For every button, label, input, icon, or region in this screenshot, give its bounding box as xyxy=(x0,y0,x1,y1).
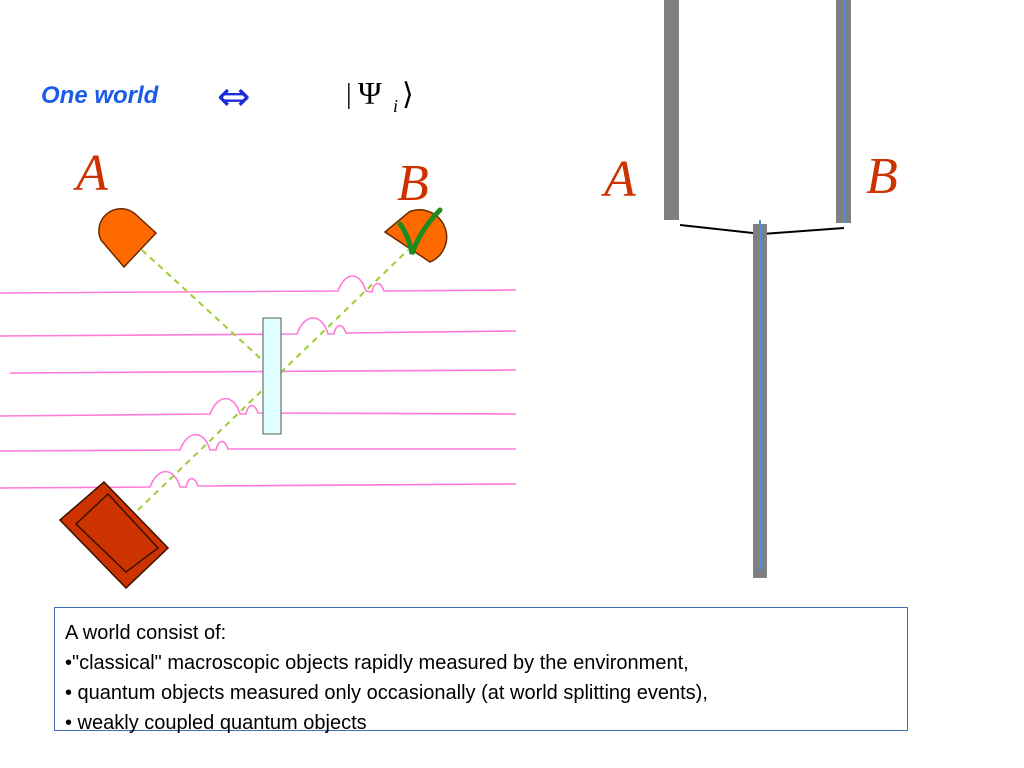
caption-box: A world consist of: •"classical" macrosc… xyxy=(54,607,908,734)
state-vector: | Ψ i ⟩ xyxy=(346,75,414,116)
tree-branch-a-label: A xyxy=(601,151,636,208)
source-front xyxy=(74,492,160,573)
environment-waves xyxy=(0,275,517,489)
wave-line xyxy=(0,275,517,294)
wave-line xyxy=(0,470,517,489)
worldline-branch-a xyxy=(664,0,679,220)
source-body xyxy=(58,480,170,590)
psi-subscript: i xyxy=(393,96,398,116)
photon-source xyxy=(58,480,170,590)
detector-a xyxy=(98,208,158,269)
slide-title: One world xyxy=(41,82,159,109)
tree-branch-b-label: B xyxy=(866,148,898,205)
wave-line xyxy=(0,397,517,417)
caption-line: A world consist of: xyxy=(65,622,227,644)
world-tree: A B xyxy=(601,0,898,578)
beam-to-detector-a xyxy=(141,249,274,371)
psi-symbol: Ψ xyxy=(358,75,382,111)
worldline-branch-b xyxy=(836,0,851,223)
equivalence-icon: ⇔ xyxy=(217,74,251,120)
caption-line: • quantum objects measured only occasion… xyxy=(65,682,708,704)
detector-b-label: B xyxy=(397,155,429,212)
caption-line: •"classical" macroscopic objects rapidly… xyxy=(65,652,689,674)
wave-line xyxy=(0,433,516,452)
check-icon xyxy=(397,207,443,255)
ket-bar: | xyxy=(346,79,352,110)
caption-line: • weakly coupled quantum objects xyxy=(65,712,367,734)
diagram-canvas: ⇔ | Ψ i ⟩ A B A xyxy=(0,0,898,590)
detector-b xyxy=(383,209,448,263)
ket-bracket: ⟩ xyxy=(402,78,414,111)
detector-a-label: A xyxy=(73,145,108,202)
wave-line xyxy=(0,317,517,337)
beam-splitter xyxy=(262,317,282,435)
